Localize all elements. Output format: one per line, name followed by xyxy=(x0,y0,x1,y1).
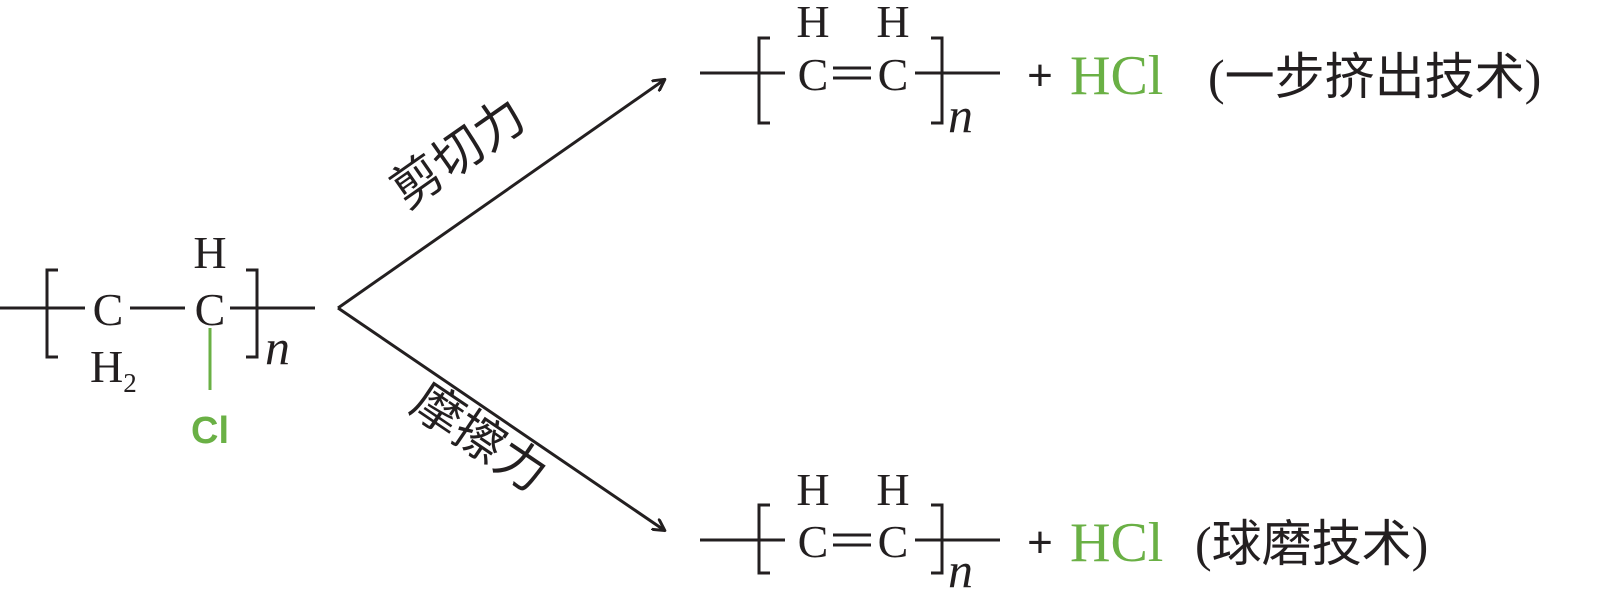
upper-arrow xyxy=(337,80,664,310)
lower-method: (球磨技术) xyxy=(1195,516,1428,572)
upper-product: H H C C n xyxy=(700,0,1000,143)
left-bracket xyxy=(45,268,58,359)
lower-hcl: HCl xyxy=(1070,512,1163,574)
lower-left-bracket xyxy=(757,503,770,575)
upper-n: n xyxy=(948,87,973,143)
upper-method: (一步挤出技术) xyxy=(1208,49,1541,105)
lower-right-bracket xyxy=(931,503,944,575)
reactant-h2-sub: 2 xyxy=(123,368,137,398)
upper-c2: C xyxy=(878,49,909,100)
reactant-c1: C xyxy=(93,284,124,335)
right-bracket xyxy=(246,268,259,359)
reactant-h-top: H xyxy=(193,227,226,278)
reactant-c2: C xyxy=(195,284,226,335)
lower-c1: C xyxy=(798,516,829,567)
lower-c2: C xyxy=(878,516,909,567)
lower-h2: H xyxy=(876,464,909,515)
upper-left-bracket xyxy=(757,36,770,125)
upper-h1: H xyxy=(796,0,829,47)
reactant-cl: Cl xyxy=(191,410,229,452)
reactant-n: n xyxy=(265,319,290,375)
reactant-pvc xyxy=(0,268,315,390)
upper-right-bracket xyxy=(931,36,944,125)
lower-product: H H C C n xyxy=(700,464,1000,591)
upper-force-label: 剪切力 xyxy=(381,87,536,219)
lower-arrow xyxy=(337,306,664,530)
reactant-h2-base: H xyxy=(90,341,123,392)
lower-force-label: 摩擦力 xyxy=(402,373,558,503)
lower-h1: H xyxy=(796,464,829,515)
upper-plus: + xyxy=(1027,51,1053,100)
lower-n: n xyxy=(948,542,973,591)
upper-h2: H xyxy=(876,0,909,47)
upper-hcl: HCl xyxy=(1070,45,1163,107)
upper-c1: C xyxy=(798,49,829,100)
lower-plus: + xyxy=(1027,518,1053,567)
reactant-h2: H2 xyxy=(90,341,137,398)
